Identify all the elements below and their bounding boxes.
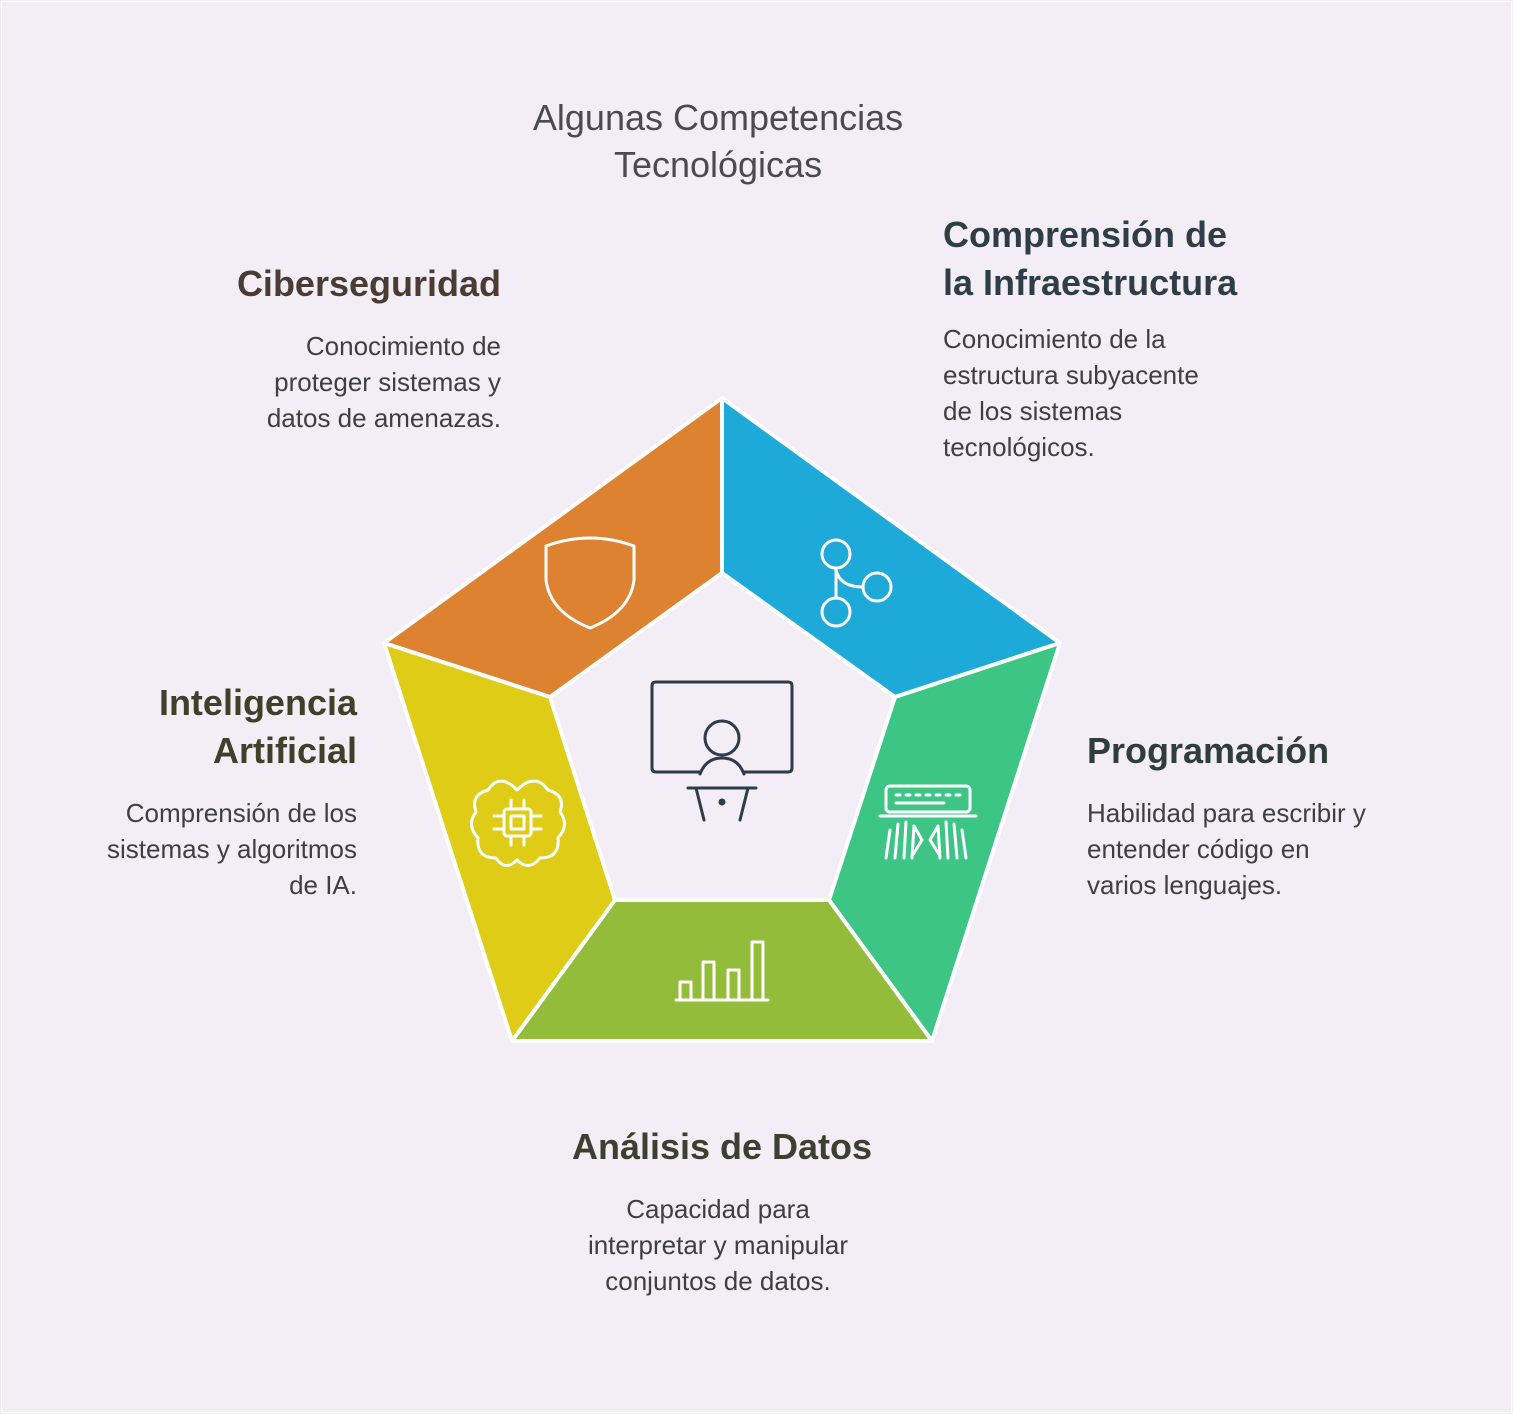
description-line: conjuntos de datos. xyxy=(605,1266,831,1296)
diagram-title: Algunas Competencias Tecnológicas xyxy=(418,94,1018,188)
ai-brain-chip-icon xyxy=(470,779,566,867)
section-ia: Inteligencia Artificial Comprensión de l… xyxy=(107,679,357,903)
description-line: Conocimiento de xyxy=(305,331,501,361)
section-ciberseguridad: Ciberseguridad Conocimiento de proteger … xyxy=(237,260,501,436)
section-programacion: Programación Habilidad para escribir y e… xyxy=(1087,727,1366,903)
heading-line: Comprensión de xyxy=(943,214,1228,255)
section-heading: Inteligencia Artificial xyxy=(107,679,357,775)
heading-line: Inteligencia xyxy=(158,682,357,723)
heading-line: Ciberseguridad xyxy=(236,263,501,304)
branch-nodes-icon xyxy=(820,538,893,628)
description-line: Conocimiento de la xyxy=(943,324,1166,354)
description-line: Habilidad para escribir y xyxy=(1087,798,1366,828)
section-heading: Análisis de Datos xyxy=(472,1123,972,1171)
title-line: Tecnológicas xyxy=(613,144,823,185)
section-description: Conocimiento de proteger sistemas y dato… xyxy=(237,328,501,436)
description-line: entender código en xyxy=(1087,834,1310,864)
segment-ia xyxy=(382,641,617,1043)
shield-icon xyxy=(544,536,636,630)
section-description: Habilidad para escribir y entender códig… xyxy=(1087,795,1366,903)
section-description: Conocimiento de la estructura subyacente… xyxy=(943,321,1237,465)
section-heading: Programación xyxy=(1087,727,1366,775)
description-line: proteger sistemas y xyxy=(274,367,501,397)
description-line: Comprensión de los xyxy=(125,798,357,828)
heading-line: Programación xyxy=(1087,730,1330,771)
bar-chart-icon xyxy=(674,940,770,1002)
heading-line: Artificial xyxy=(212,730,357,771)
description-line: Capacidad para xyxy=(626,1194,810,1224)
description-line: estructura subyacente xyxy=(943,360,1199,390)
title-line: Algunas Competencias xyxy=(532,97,904,138)
description-line: de los sistemas xyxy=(943,396,1123,426)
section-description: Capacidad para interpretar y manipular c… xyxy=(464,1191,972,1299)
description-line: de IA. xyxy=(289,870,357,900)
section-heading: Ciberseguridad xyxy=(237,260,501,308)
description-line: varios lenguajes. xyxy=(1087,870,1283,900)
section-heading: Comprensión de la Infraestructura xyxy=(943,211,1237,307)
segment-ciberseguridad xyxy=(382,396,724,699)
typing-keyboard-icon xyxy=(878,784,978,860)
heading-line: Análisis de Datos xyxy=(571,1126,873,1167)
heading-line: la Infraestructura xyxy=(943,262,1238,303)
section-infraestructura: Comprensión de la Infraestructura Conoci… xyxy=(943,211,1237,465)
section-description: Comprensión de los sistemas y algoritmos… xyxy=(107,795,357,903)
section-analisis: Análisis de Datos Capacidad para interpr… xyxy=(472,1123,972,1299)
description-line: datos de amenazas. xyxy=(266,403,501,433)
description-line: interpretar y manipular xyxy=(587,1230,849,1260)
presenter-screen-icon xyxy=(650,680,794,822)
description-line: sistemas y algoritmos xyxy=(107,834,357,864)
description-line: tecnológicos. xyxy=(943,432,1095,462)
